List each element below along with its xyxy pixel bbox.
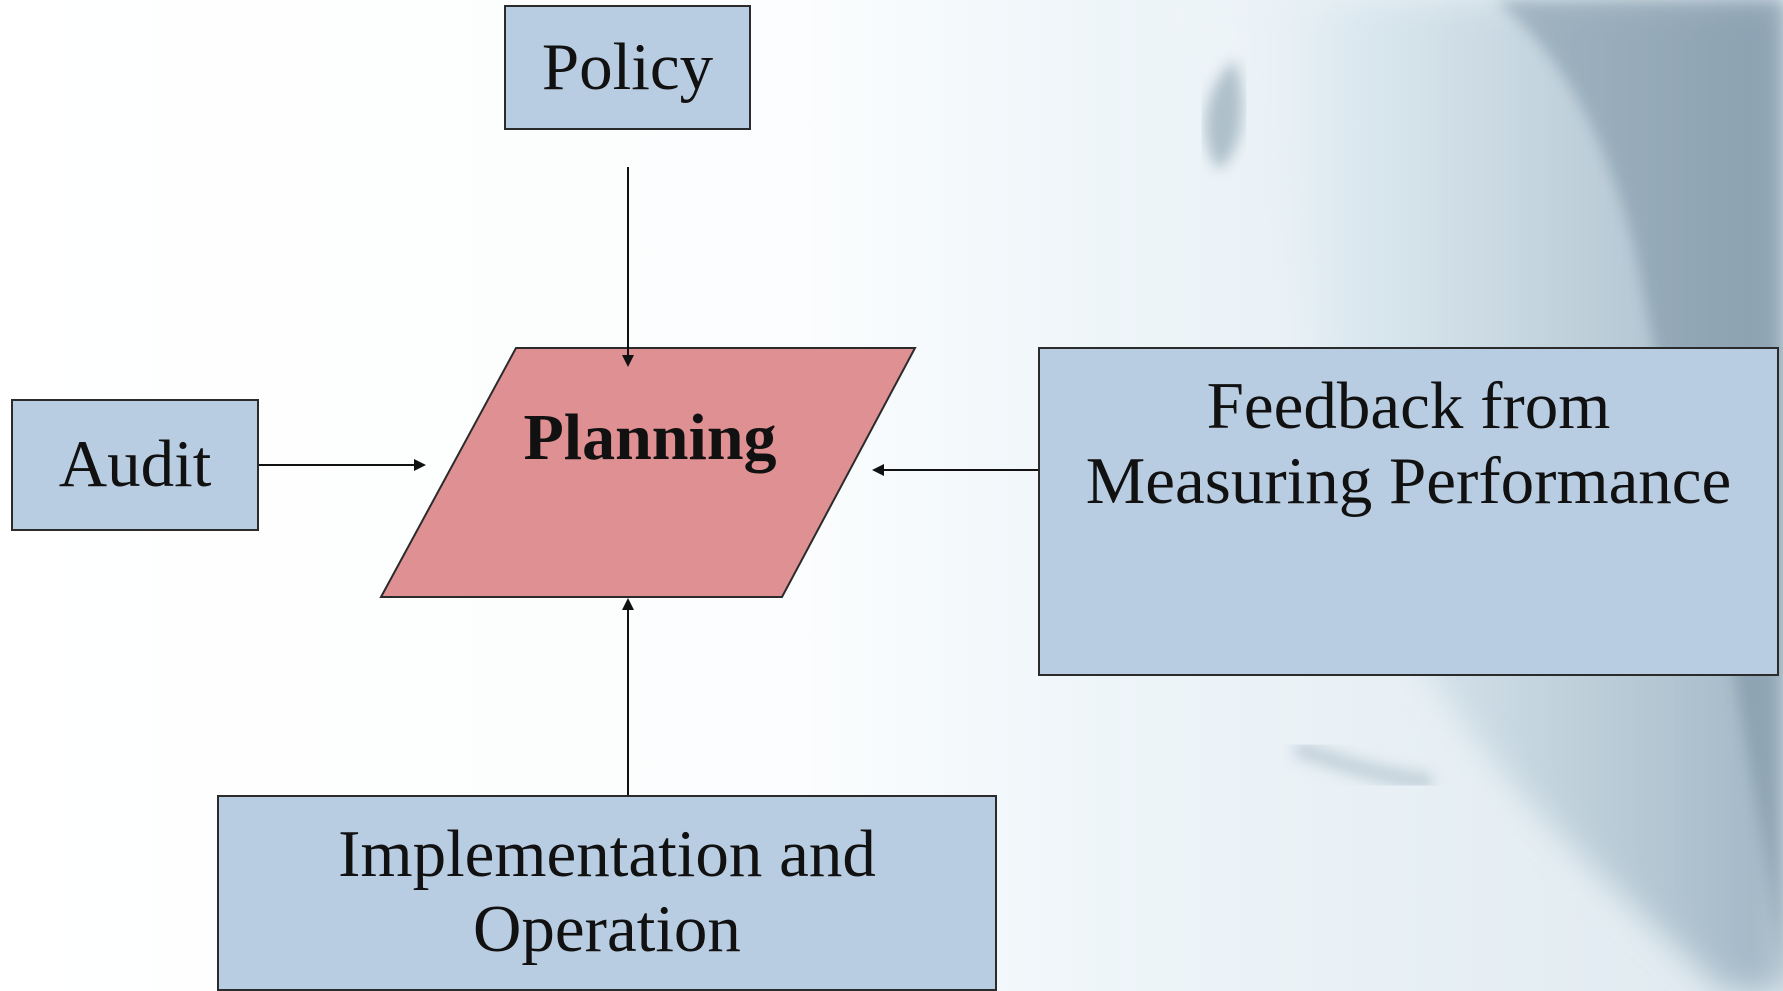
planning-node-shape [379, 347, 917, 598]
planning-label: Planning [523, 401, 777, 474]
audit-label: Audit [58, 427, 212, 502]
implementation-box: Implementation and Operation [217, 795, 997, 991]
feedback-label: Feedback from Measuring Performance [1085, 369, 1732, 519]
policy-box: Policy [504, 5, 751, 130]
implementation-label: Implementation and Operation [338, 817, 876, 967]
feedback-box: Feedback from Measuring Performance [1038, 347, 1779, 676]
audit-box: Audit [11, 399, 259, 531]
policy-label: Policy [541, 29, 714, 104]
